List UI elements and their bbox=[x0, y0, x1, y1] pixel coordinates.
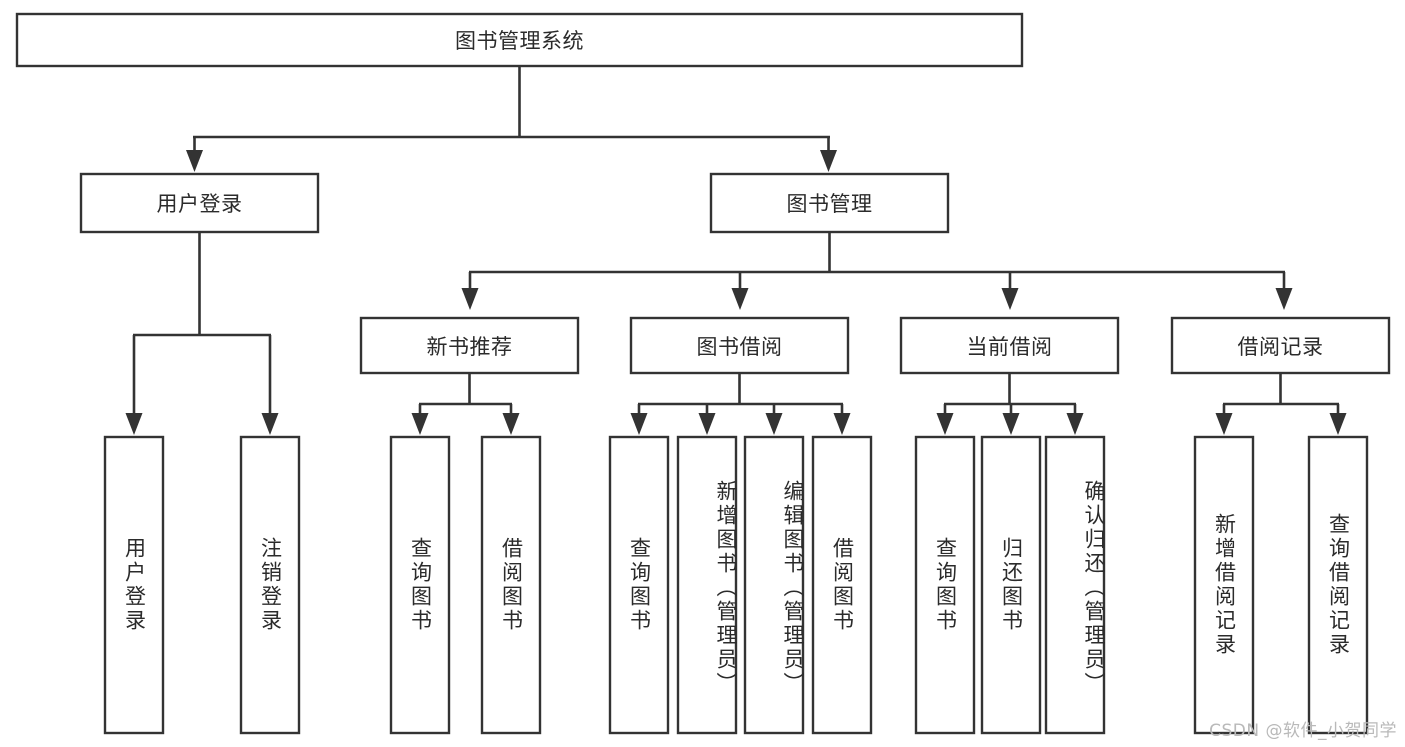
arrow-user-login-leaf-1 bbox=[125, 413, 143, 435]
node-box-book-management[interactable] bbox=[709, 172, 950, 234]
node-box-leaf-borrow-book-new[interactable] bbox=[480, 435, 542, 735]
arrow-root-to-user-login bbox=[186, 150, 203, 172]
arrow-to-book-borrow bbox=[731, 288, 749, 310]
node-box-user-login[interactable] bbox=[79, 172, 320, 234]
node-box-new-book[interactable] bbox=[359, 316, 580, 375]
node-box-leaf-return-book[interactable] bbox=[980, 435, 1042, 735]
arrow-borrow-record-leaf-1 bbox=[1215, 413, 1233, 435]
arrow-current-borrow-leaf-2 bbox=[1002, 413, 1020, 435]
arrow-current-borrow-leaf-3 bbox=[1066, 413, 1084, 435]
node-box-leaf-borrow-book[interactable] bbox=[811, 435, 873, 735]
node-box-leaf-query-book-new[interactable] bbox=[389, 435, 451, 735]
node-box-leaf-confirm-return-admin[interactable] bbox=[1044, 435, 1106, 735]
node-box-leaf-query-book-borrow[interactable] bbox=[608, 435, 670, 735]
arrow-user-login-leaf-2 bbox=[261, 413, 279, 435]
arrow-book-borrow-leaf-3 bbox=[765, 413, 783, 435]
arrow-new-book-leaf-1 bbox=[411, 413, 429, 435]
node-box-root[interactable] bbox=[15, 12, 1024, 68]
arrow-to-new-book bbox=[461, 288, 479, 310]
node-box-leaf-add-book-admin[interactable] bbox=[676, 435, 738, 735]
arrow-current-borrow-leaf-1 bbox=[936, 413, 954, 435]
arrow-book-borrow-leaf-4 bbox=[833, 413, 851, 435]
node-box-book-borrow[interactable] bbox=[629, 316, 850, 375]
node-box-leaf-user-login[interactable] bbox=[103, 435, 165, 735]
arrow-to-borrow-record bbox=[1275, 288, 1293, 310]
arrow-borrow-record-leaf-2 bbox=[1329, 413, 1347, 435]
arrow-book-borrow-leaf-1 bbox=[630, 413, 648, 435]
arrow-root-to-book-mgmt bbox=[820, 150, 837, 172]
node-box-leaf-query-book-current[interactable] bbox=[914, 435, 976, 735]
node-box-borrow-record[interactable] bbox=[1170, 316, 1391, 375]
arrow-to-current-borrow bbox=[1001, 288, 1019, 310]
node-box-current-borrow[interactable] bbox=[899, 316, 1120, 375]
node-box-leaf-query-record[interactable] bbox=[1307, 435, 1369, 735]
arrow-new-book-leaf-2 bbox=[502, 413, 520, 435]
arrow-book-borrow-leaf-2 bbox=[698, 413, 716, 435]
node-box-leaf-edit-book-admin[interactable] bbox=[743, 435, 805, 735]
node-box-leaf-logout[interactable] bbox=[239, 435, 301, 735]
node-box-leaf-add-record[interactable] bbox=[1193, 435, 1255, 735]
